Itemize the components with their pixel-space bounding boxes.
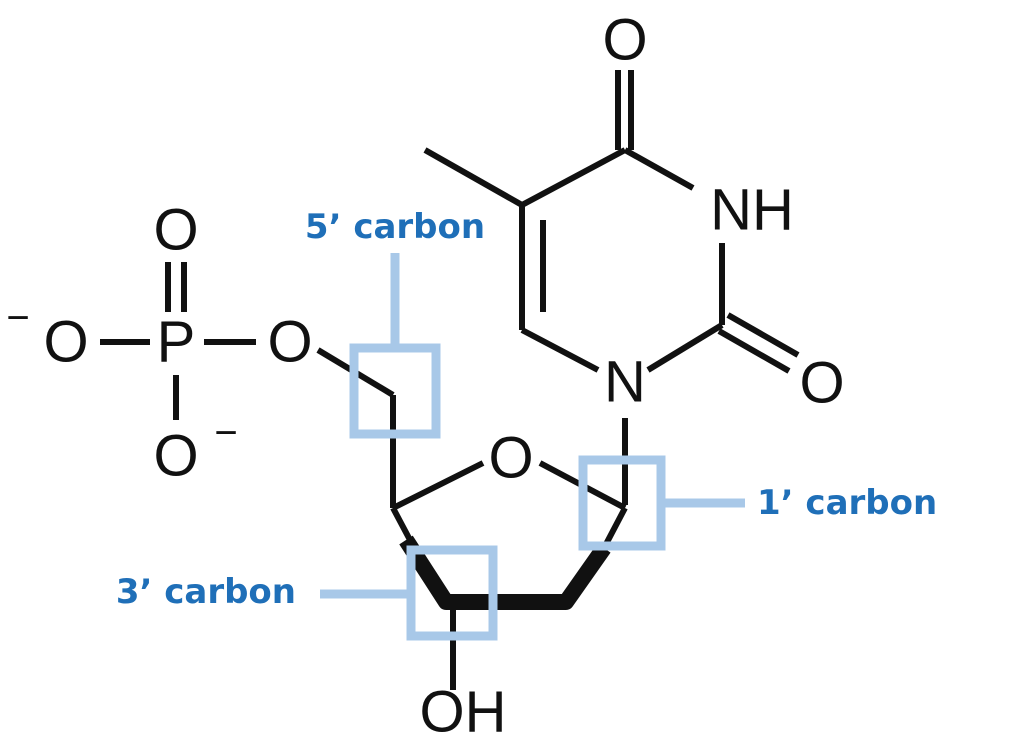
bond-c2-n1: [646, 322, 724, 373]
bond-c6-n1: [520, 327, 600, 373]
carbon-highlights: [320, 253, 745, 641]
callout-label-c3: 3’ carbon: [116, 572, 296, 612]
atom-phosphate-o-top: O: [153, 198, 198, 263]
atom-labels: O NH O N O OH O P O O O − −: [6, 8, 844, 745]
bond-c2prime-c1prime: [601, 506, 628, 550]
atom-o-carbonyl-top: O: [602, 8, 647, 73]
atom-phosphate-o-left: O: [43, 310, 88, 375]
atom-oh: OH: [420, 680, 507, 745]
phosphate-bonds: [100, 262, 256, 420]
callout-label-c5: 5’ carbon: [305, 207, 485, 247]
thymine-bonds: [423, 70, 800, 505]
atom-phosphate-p: P: [157, 310, 196, 375]
bond-c5-methyl: [423, 147, 524, 208]
bond-sugar-bottom-bold: [399, 535, 611, 610]
atom-n1: N: [604, 350, 646, 415]
bond-c4-n3: [623, 147, 695, 191]
bond-c4-c5: [520, 147, 627, 208]
bond-c2-o-outer: [726, 312, 800, 358]
callout-label-c1: 1’ carbon: [757, 483, 937, 523]
bond-c2-o-inner: [717, 328, 791, 374]
charge-left: −: [6, 296, 29, 340]
bond-c4prime-c3prime: [390, 506, 413, 542]
atom-nh: NH: [710, 178, 794, 243]
atom-phosphate-o-bridge: O: [267, 310, 312, 375]
atom-o-carbonyl-right: O: [799, 351, 844, 416]
charge-bottom: −: [214, 411, 237, 455]
bond-c4prime-o4prime: [391, 460, 485, 511]
carbon-callout-labels: 5’ carbon 1’ carbon 3’ carbon: [116, 207, 937, 612]
atom-phosphate-o-bottom: O: [153, 424, 198, 489]
atom-ring-o: O: [488, 426, 533, 491]
